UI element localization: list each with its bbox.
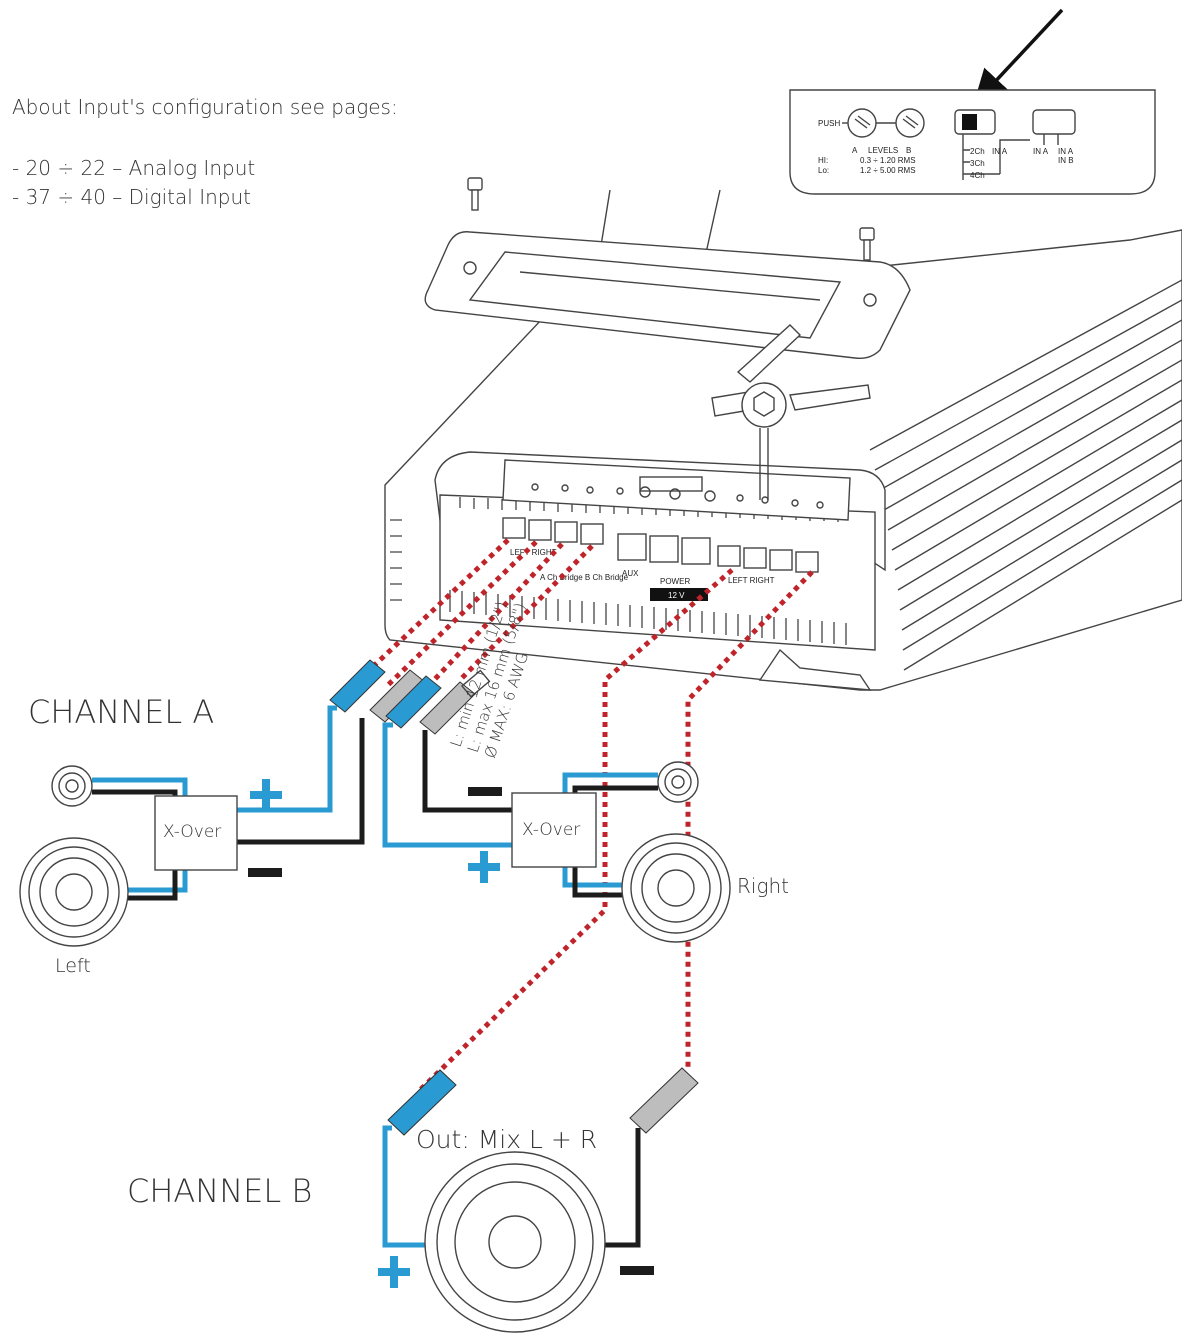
mode-2ch: 2Ch bbox=[970, 147, 985, 156]
minus-icon bbox=[248, 868, 282, 877]
input-b-label: IN B bbox=[1058, 156, 1074, 165]
channel-a-title: CHANNEL A bbox=[28, 693, 214, 731]
level-knob-b[interactable] bbox=[895, 108, 925, 138]
channel-a-terminals[interactable] bbox=[502, 517, 604, 545]
right-speaker-label: Right bbox=[737, 874, 789, 898]
right-xover-label: X-Over bbox=[522, 820, 580, 840]
subwoofer-icon bbox=[424, 1151, 606, 1333]
right-woofer-icon bbox=[621, 833, 731, 943]
control-panel-detail: PUSH A LEVELS B HI: Lo: 0.3 ÷ 1.20 RMS 1… bbox=[789, 89, 1156, 195]
right-tweeter-icon bbox=[657, 761, 699, 803]
right-xover: X-Over bbox=[511, 792, 597, 868]
mode-2ch-input: IN A bbox=[992, 147, 1008, 156]
power-label: POWER bbox=[660, 577, 690, 586]
plus-icon bbox=[250, 779, 282, 811]
minus-icon bbox=[620, 1266, 654, 1275]
minus-icon bbox=[468, 787, 502, 796]
config-heading: About Input's configuration see pages: bbox=[12, 95, 398, 119]
analog-input-pages: - 20 ÷ 22 – Analog Input bbox=[12, 156, 255, 180]
left-xover-label: X-Over bbox=[163, 822, 221, 842]
hex-key-tool bbox=[711, 324, 871, 500]
mode-switch[interactable] bbox=[954, 109, 996, 135]
hi-range: 0.3 ÷ 1.20 RMS bbox=[860, 156, 916, 165]
plus-icon bbox=[378, 1256, 410, 1288]
input-a-label: IN A bbox=[1033, 147, 1049, 156]
voltage-label: 12 V bbox=[668, 591, 685, 600]
channel-a-plugs bbox=[329, 659, 491, 735]
hi-label: HI: bbox=[818, 156, 828, 165]
left-tweeter-icon bbox=[51, 765, 93, 807]
push-label: PUSH bbox=[818, 119, 840, 128]
screw-icon bbox=[859, 227, 875, 261]
plus-icon bbox=[468, 851, 500, 883]
lo-range: 1.2 ÷ 5.00 RMS bbox=[860, 166, 916, 175]
terminals-a-label: LEFT RIGHT bbox=[510, 548, 557, 557]
bridge-note: A Ch Bridge B Ch Bridge bbox=[540, 573, 629, 582]
input-select-switch[interactable] bbox=[1032, 109, 1076, 135]
left-xover: X-Over bbox=[154, 795, 238, 871]
power-terminals[interactable] bbox=[617, 533, 711, 565]
digital-input-pages: - 37 ÷ 40 – Digital Input bbox=[12, 185, 251, 209]
mode-3ch: 3Ch bbox=[970, 159, 985, 168]
level-knob-a[interactable] bbox=[847, 108, 877, 138]
pointer-arrow bbox=[973, 8, 1064, 106]
knob-a-label: A bbox=[852, 146, 858, 155]
channel-b-terminals[interactable] bbox=[717, 545, 819, 573]
channel-b-plugs bbox=[387, 1067, 699, 1136]
left-woofer-icon bbox=[19, 837, 129, 947]
levels-label: LEVELS bbox=[868, 146, 898, 155]
lo-label: Lo: bbox=[818, 166, 829, 175]
mix-output-label: Out: Mix L + R bbox=[416, 1125, 597, 1154]
mode-4ch: 4Ch bbox=[970, 171, 985, 180]
amplifier: LEFT RIGHT A Ch Bridge B Ch Bridge AUX P… bbox=[384, 189, 1182, 691]
input-config-note: About Input's configuration see pages: -… bbox=[12, 95, 398, 209]
left-speaker-label: Left bbox=[55, 955, 91, 977]
input-a2-label: IN A bbox=[1058, 147, 1074, 156]
knob-b-label: B bbox=[906, 146, 911, 155]
terminals-b-label: LEFT RIGHT bbox=[728, 576, 775, 585]
screw-icon bbox=[467, 177, 483, 211]
aux-label: AUX bbox=[622, 569, 639, 578]
channel-b-title: CHANNEL B bbox=[127, 1172, 312, 1210]
